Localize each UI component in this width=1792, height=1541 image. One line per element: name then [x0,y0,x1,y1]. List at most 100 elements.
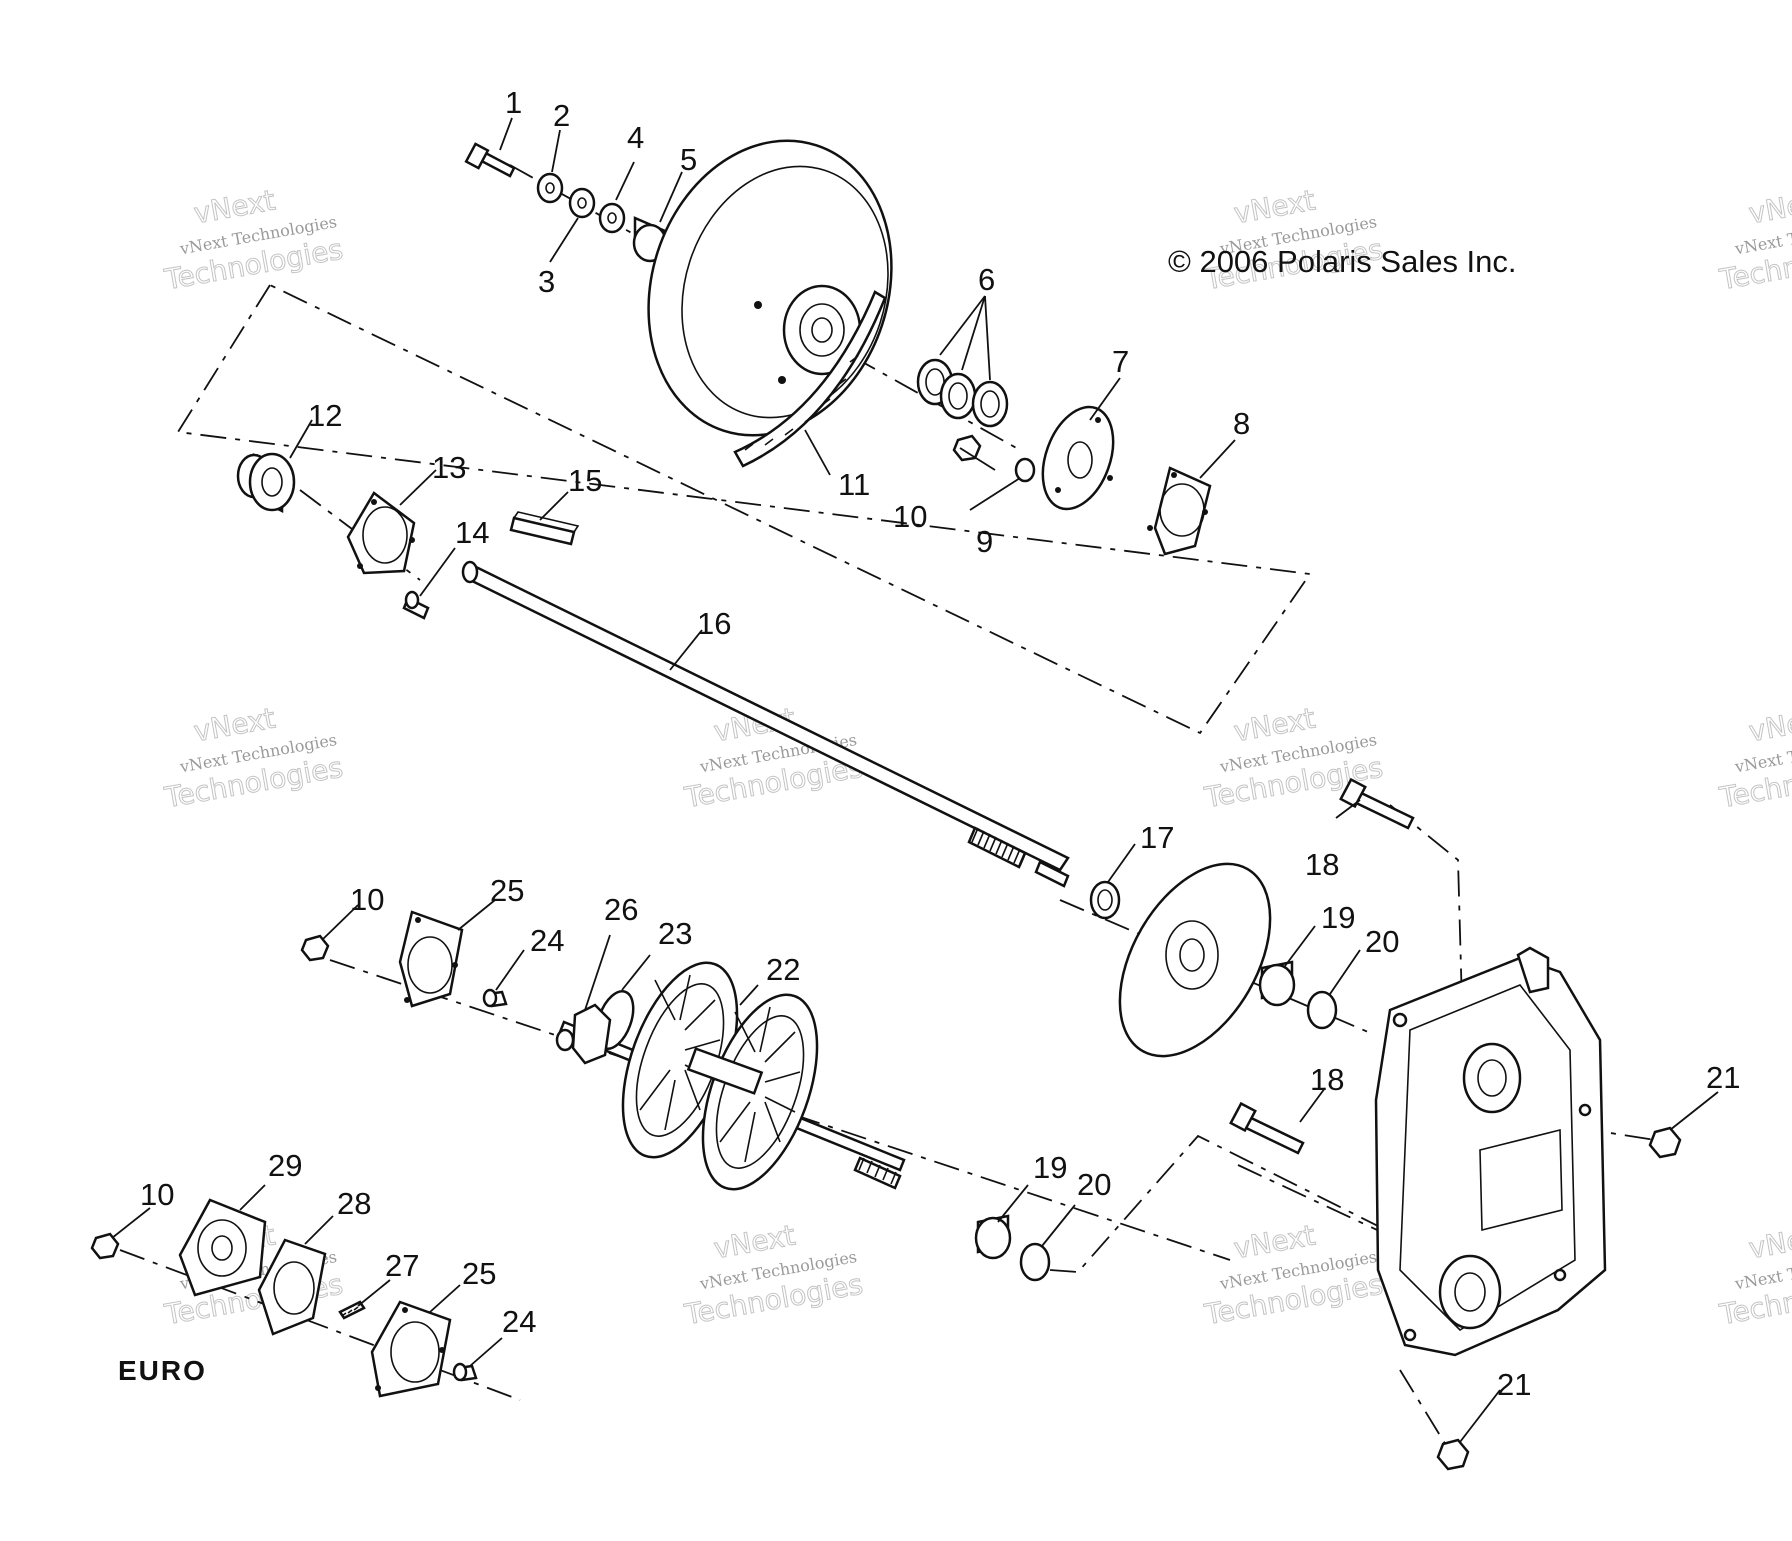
callout-29: 29 [268,1148,302,1183]
callout-16: 16 [697,606,731,641]
bolt-axis-lower [1237,1164,1391,1237]
bolt-part-14 [402,590,430,620]
callout-12: 12 [308,398,342,433]
callout-6: 6 [978,262,995,297]
oring-part-6c [971,380,1009,428]
callout-9: 9 [976,524,993,559]
watermark: vNext vNext Technologies Technologies [681,1218,866,1332]
bearing-part-12 [236,452,296,514]
disc-plate [1118,862,1272,1058]
bolt-part-1 [464,142,516,178]
nut-axis-lower [1399,1369,1453,1456]
callout-11: 11 [838,467,870,502]
watermark: vNext vNext Technologies Technologies [161,701,346,815]
washer-part-3 [568,187,596,219]
bolt-part-24-lower [452,1362,478,1382]
callout-10-euro: 10 [140,1177,174,1212]
nut-part-21-lower [1436,1438,1470,1471]
callout-27: 27 [385,1248,419,1283]
callout-17: 17 [1140,820,1174,855]
callout-15: 15 [568,463,602,498]
callout-24-upper: 24 [530,923,564,958]
svg-text:vNext: vNext [191,702,277,749]
callout-10-middle: 10 [350,882,384,917]
bearing-flange-part-13 [346,491,416,575]
washer-part-4 [598,202,626,234]
assembly-outline-upper [176,284,1312,735]
copyright-text: © 2006 Polaris Sales Inc. [1168,244,1517,279]
callout-19-upper: 19 [1321,900,1355,935]
callout-21-lower: 21 [1497,1367,1531,1402]
callout-28: 28 [337,1186,371,1221]
callout-4: 4 [627,120,644,155]
svg-text:vNext: vNext [1746,702,1792,749]
nut-part-10-middle [300,934,330,962]
leader-lines [111,117,1719,1443]
chaincase-housing [1374,946,1607,1357]
bolt-part-18-lower [1229,1101,1305,1155]
lower-axis [329,959,1231,1261]
callout-26: 26 [604,892,638,927]
callout-7: 7 [1112,344,1129,379]
assembly-outline-lower [1049,1134,1403,1273]
callout-5: 5 [680,142,697,177]
svg-text:vNext: vNext [1746,1219,1792,1266]
snap-ring-part-17 [1089,880,1121,920]
nut-part-21-upper [1648,1126,1682,1159]
key-part-15 [509,511,580,546]
flange-part-25-upper [398,910,464,1008]
washer-part-9 [1014,457,1036,483]
seal-part-20-lower [1019,1242,1051,1282]
bolt-part-18-upper [1339,777,1415,830]
flange-part-29 [178,1198,267,1297]
callout-22: 22 [766,952,800,987]
nut-part-10-euro [90,1232,120,1260]
assembly-outline-case [1389,804,1463,1006]
callout-24-lower: 24 [502,1304,536,1339]
flange-part-25-lower [370,1300,452,1398]
svg-text:vNext: vNext [1231,1219,1317,1266]
callout-18-upper: 18 [1305,847,1339,882]
seal-part-20-upper [1306,990,1338,1030]
callout-numbers: 1 2 3 4 5 6 7 8 9 10 11 12 13 14 15 16 1… [140,85,1740,1402]
euro-label: EURO [118,1355,207,1386]
washer-part-2 [536,172,564,204]
callout-13: 13 [432,450,466,485]
callout-8: 8 [1233,406,1250,441]
callout-25-lower: 25 [462,1256,496,1291]
svg-text:vNext: vNext [711,1219,797,1266]
callout-18-lower: 18 [1310,1062,1344,1097]
callout-2: 2 [553,98,570,133]
callout-25-upper: 25 [490,873,524,908]
svg-text:vNext: vNext [1231,184,1317,231]
shaft-part-16 [461,560,1070,888]
svg-text:vNext: vNext [1746,184,1792,231]
callout-19-lower: 19 [1033,1150,1067,1185]
sprocket-part-11 [647,139,893,468]
watermark: vNext vNext Technologies Technologies [1716,183,1792,297]
watermark: vNext vNext Technologies Technologies [1201,183,1386,297]
flange-part-28 [257,1238,327,1336]
callout-3: 3 [538,264,555,299]
callout-14: 14 [455,515,489,550]
svg-text:vNext: vNext [1231,702,1317,749]
bolt-part-24-upper [482,988,508,1008]
driveshaft-part-22 [558,961,906,1191]
watermark: vNext vNext Technologies Technologies [1716,701,1792,815]
oring-part-6b [939,372,977,420]
watermark: vNext vNext Technologies Technologies [1716,1218,1792,1332]
bearing-part-19-lower [974,1214,1012,1260]
callout-10-upper: 10 [893,499,927,534]
callout-20-lower: 20 [1077,1167,1111,1202]
flange-plate-part-7 [1041,405,1115,511]
watermark: vNext vNext Technologies Technologies [1201,1218,1386,1332]
callout-23: 23 [658,916,692,951]
bearing-flange-part-8 [1147,466,1212,556]
svg-text:vNext: vNext [191,184,277,231]
bearing-part-19-upper [1258,960,1296,1007]
callout-1: 1 [505,85,522,120]
nut-part-10-upper [952,434,982,462]
callout-20-upper: 20 [1365,924,1399,959]
